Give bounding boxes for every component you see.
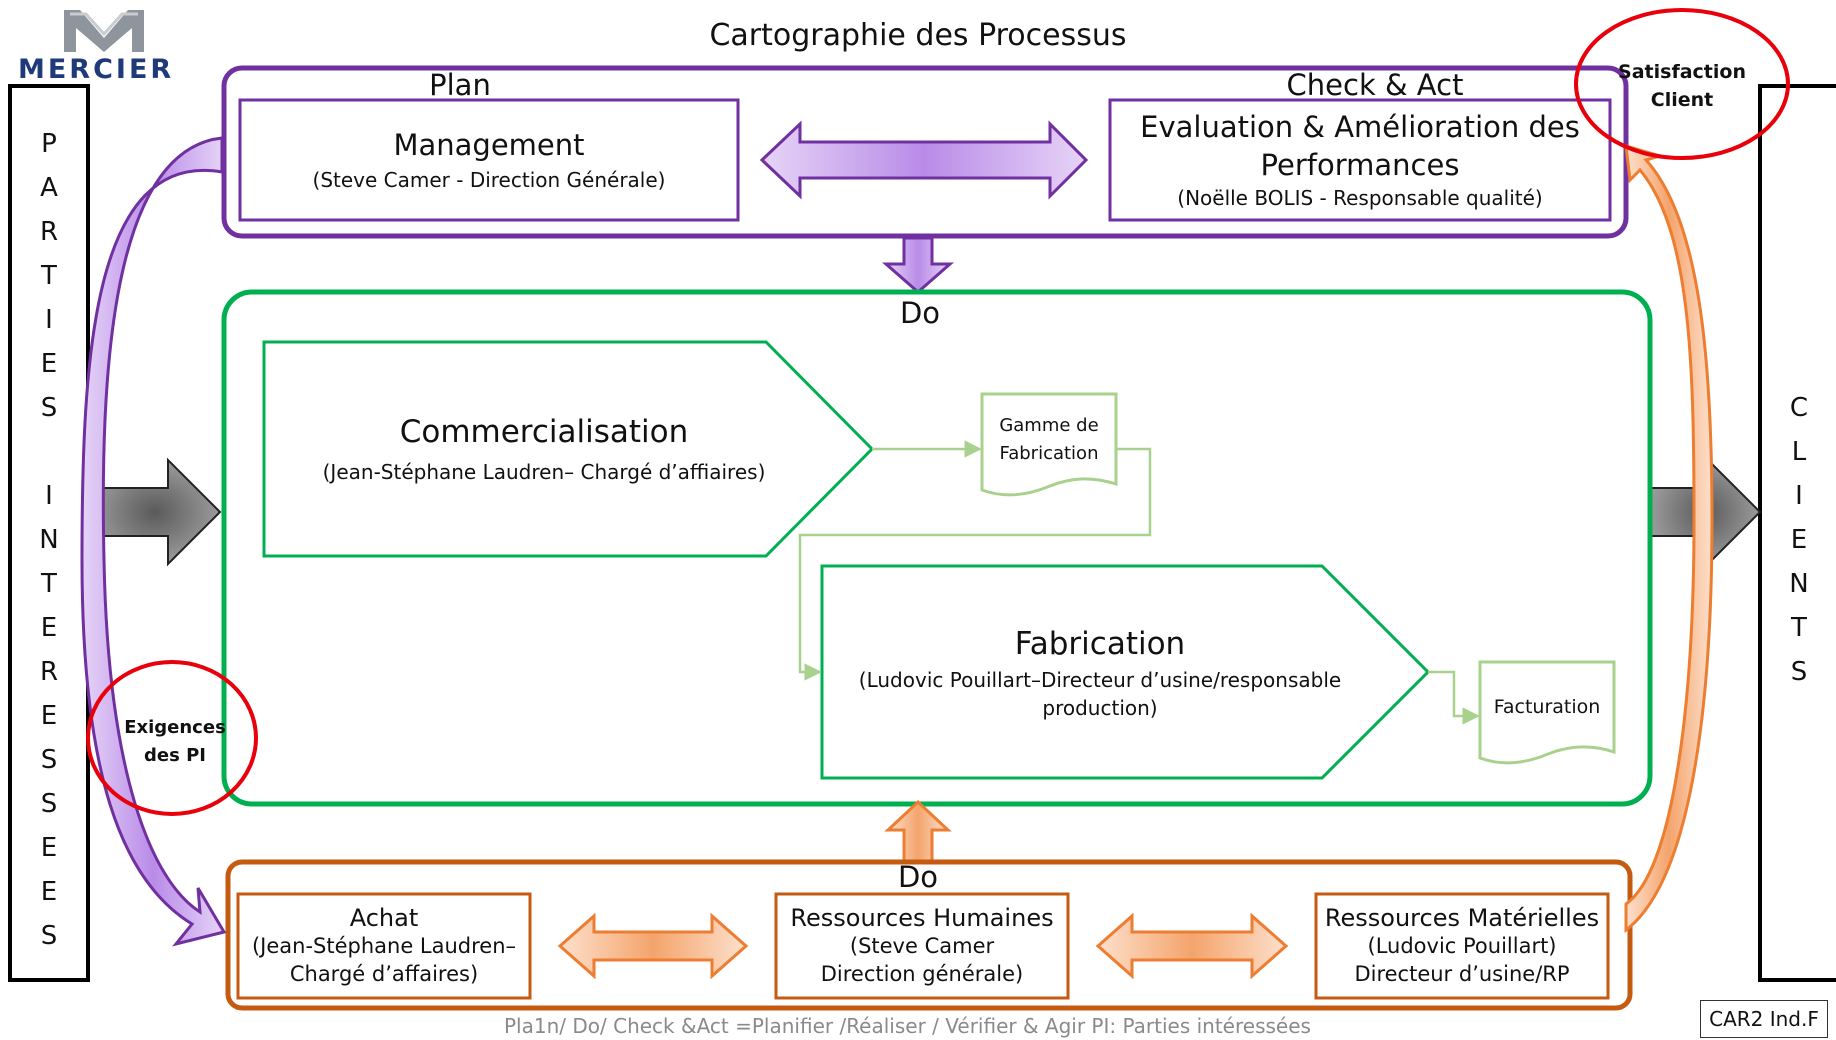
pi-letter: R (39, 657, 59, 687)
document-code: CAR2 Ind.F (1700, 1000, 1828, 1038)
do-support-label: Do (897, 860, 939, 894)
commercialisation-shape (262, 340, 875, 558)
fabrication-owner-line2: production) (1042, 696, 1158, 720)
achat-rh-arrow (557, 912, 749, 980)
pi-letter: E (40, 349, 58, 379)
rh-text: Ressources Humaines (Steve Camer Directi… (776, 904, 1068, 988)
pi-letter: S (40, 745, 58, 775)
pi-letter: I (45, 481, 53, 511)
rh-line3: Direction générale) (820, 962, 1024, 986)
facturation-label: Facturation (1493, 696, 1601, 718)
pi-letter: E (40, 613, 58, 643)
clients-letter: S (1790, 657, 1808, 687)
gamme-line2: Fabrication (999, 443, 1099, 464)
evaluation-box (1108, 98, 1612, 222)
fabrication-owner-line1: (Ludovic Pouillart–Directeur d’usine/res… (858, 668, 1342, 692)
rh-box (774, 892, 1070, 1000)
input-arrow (89, 457, 222, 567)
commercialisation-title: Commercialisation (399, 414, 689, 450)
evaluation-owner: (Noëlle BOLIS - Responsable qualité) (1177, 186, 1543, 210)
pi-letter: P (41, 129, 57, 159)
footer-legend: Pla1n/ Do/ Check &Act =Planifier /Réalis… (504, 1014, 1311, 1038)
rh-line2: (Steve Camer (849, 934, 995, 958)
management-title: Management (393, 128, 585, 162)
do-main-label: Do (899, 296, 941, 330)
clients-letter: E (1790, 525, 1808, 555)
connector-gamme-fabrication (798, 447, 1152, 681)
clients-letter: N (1789, 569, 1809, 599)
evaluation-title-line2: Performances (1260, 148, 1460, 182)
pi-letter: E (40, 877, 58, 907)
rm-line3: Directeur d’usine/RP (1354, 962, 1570, 986)
support-to-do-arrow (884, 799, 952, 864)
satisfaction-line1: Satisfaction (1618, 61, 1746, 83)
management-owner: (Steve Camer - Direction Générale) (312, 168, 666, 192)
achat-text: Achat (Jean-Stéphane Laudren– Chargé d’a… (238, 904, 530, 988)
pi-letter: E (40, 701, 58, 731)
pi-letter: N (39, 525, 59, 555)
pi-letter: A (40, 173, 58, 203)
do-support-frame (225, 859, 1633, 1011)
clients-letter: T (1791, 613, 1807, 643)
achat-box (236, 892, 532, 1000)
management-box (238, 98, 740, 222)
commercialisation-owner: (Jean-Stéphane Laudren– Chargé d’affiair… (322, 460, 766, 484)
clients-letter: C (1789, 393, 1809, 423)
achat-title: Achat (349, 904, 419, 932)
rm-title: Ressources Matérielles (1324, 904, 1600, 932)
satisfaction-label: Satisfaction Client (1600, 58, 1764, 114)
pi-letter: S (40, 921, 58, 951)
facturation-document-shape (1478, 660, 1616, 765)
evaluation-title-line1: Evaluation & Amélioration des (1140, 110, 1580, 144)
pi-letter: E (40, 833, 58, 863)
fabrication-title: Fabrication (1014, 626, 1186, 662)
exigences-circle (86, 660, 258, 816)
mercier-logo-text: MERCIER (18, 54, 175, 85)
do-main-frame (221, 289, 1653, 807)
exigences-line2: des PI (144, 745, 206, 766)
rh-title: Ressources Humaines (790, 904, 1054, 932)
clients-box (1758, 84, 1836, 982)
gamme-document-shape (980, 392, 1118, 497)
exigences-curved-arrow (80, 136, 227, 947)
clients-letter: I (1795, 481, 1803, 511)
check-act-label: Check & Act (1286, 68, 1464, 102)
pi-letter: R (39, 217, 59, 247)
rm-line2: (Ludovic Pouillart) (1367, 934, 1557, 958)
parties-interessees-label: P A R T I E S I N T E R E S S E E S (10, 122, 88, 958)
pi-letter: S (40, 789, 58, 819)
satisfaction-circle (1574, 8, 1790, 160)
plan-label: Plan (429, 68, 491, 102)
pi-letter: S (40, 393, 58, 423)
management-evaluation-arrow (759, 120, 1089, 200)
gamme-label: Gamme de Fabrication (982, 412, 1116, 468)
clients-label: C L I E N T S (1760, 386, 1836, 694)
satisfaction-line2: Client (1650, 89, 1714, 111)
rm-box (1314, 892, 1610, 1000)
fabrication-shape (820, 564, 1431, 780)
rh-rm-arrow (1095, 912, 1289, 980)
achat-line3: Chargé d’affaires) (289, 962, 479, 986)
achat-line2: (Jean-Stéphane Laudren– (251, 934, 517, 958)
satisfaction-curved-arrow (1624, 143, 1714, 934)
exigences-line1: Exigences (124, 717, 226, 738)
rm-text: Ressources Matérielles (Ludovic Pouillar… (1316, 904, 1608, 988)
pi-letter: I (45, 305, 53, 335)
exigences-label: Exigences des PI (100, 714, 250, 770)
clients-letter: L (1791, 437, 1807, 467)
mercier-logo-mark (64, 10, 144, 52)
pi-letter: T (41, 569, 57, 599)
page-title: Cartographie des Processus (709, 18, 1127, 53)
gamme-line1: Gamme de (999, 415, 1099, 436)
connector-fabrication-facturation (1428, 670, 1480, 725)
pi-letter: T (41, 261, 57, 291)
plan-to-do-arrow (882, 236, 954, 294)
